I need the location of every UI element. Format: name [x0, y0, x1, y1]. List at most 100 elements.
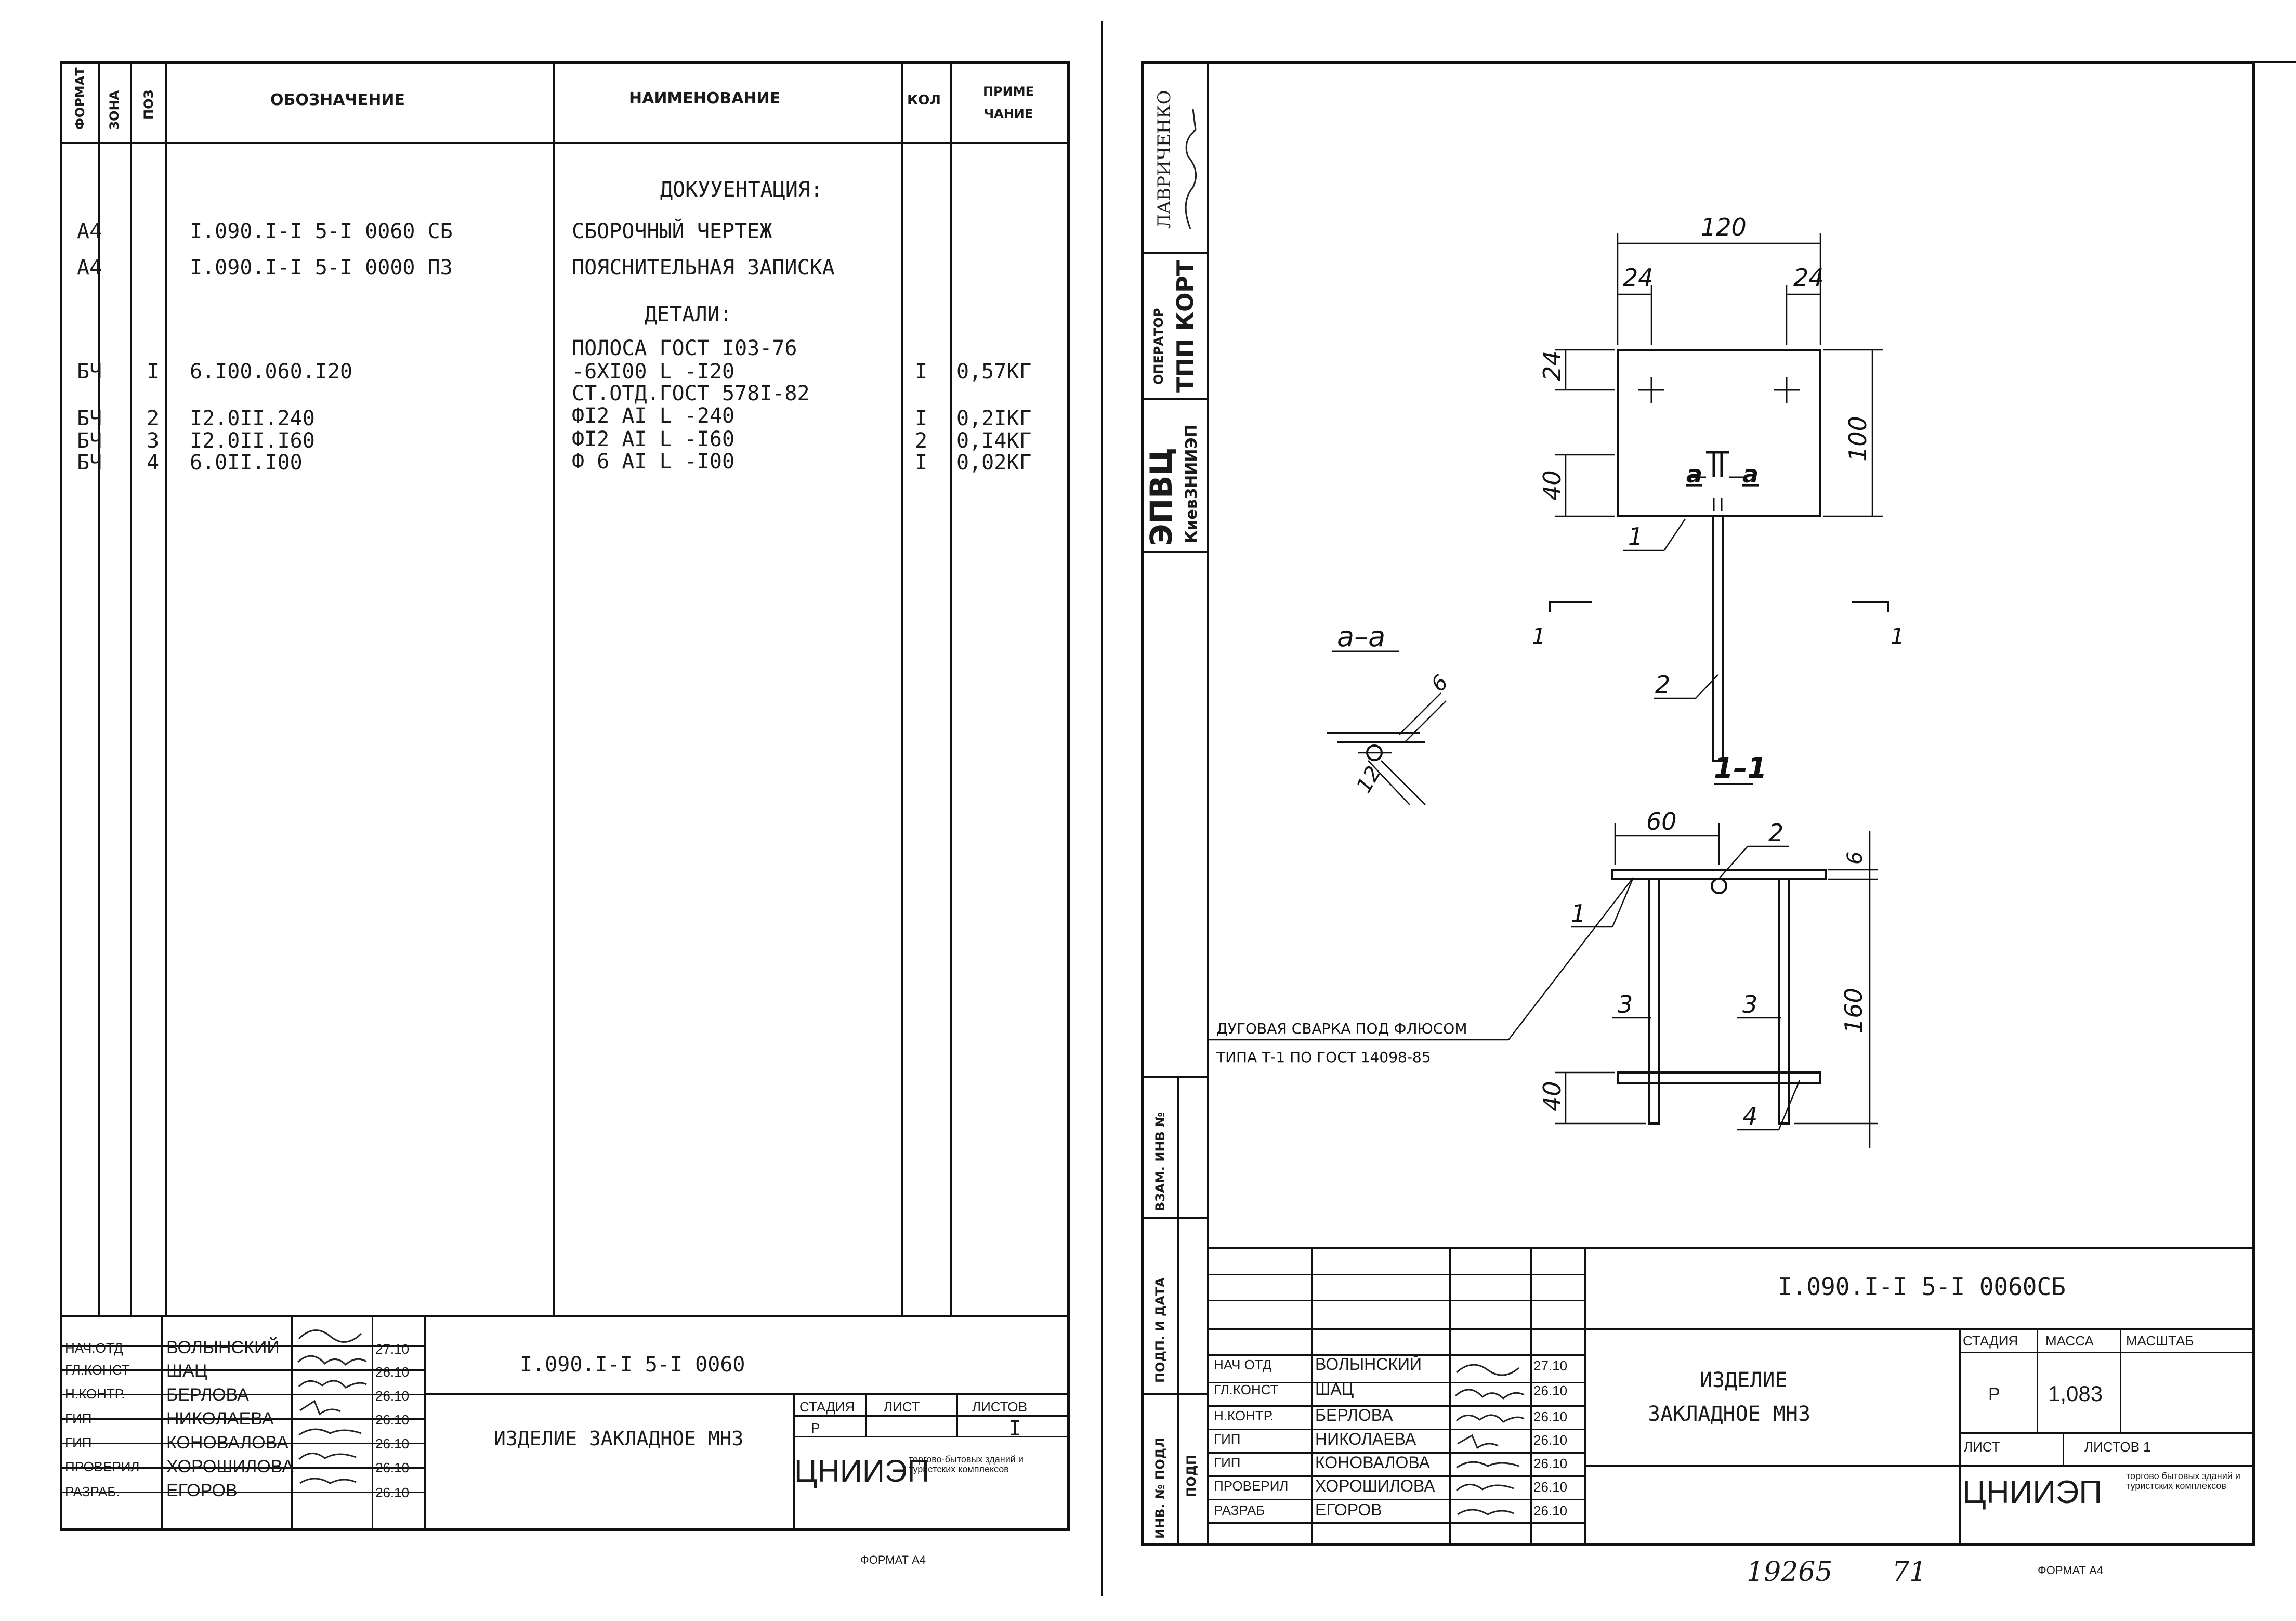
organization: ЦНИИЭП: [794, 1454, 930, 1488]
role-label: РАЗРАБ: [1214, 1502, 1265, 1518]
row-note: 0,57КГ: [956, 360, 1032, 384]
person-name: ЕГОРОВ: [166, 1481, 238, 1500]
sheets-label: ЛИСТОВ: [972, 1399, 1027, 1415]
person-name: ЛАВРИЧЕНКО: [1154, 90, 1175, 229]
document-code: I.090.I-I 5-I 0060СБ: [1778, 1273, 2066, 1301]
position-label: 1: [1628, 522, 1643, 551]
row-pos: 2: [147, 407, 160, 430]
row-name: Ф 6 AI L -I00: [572, 450, 735, 474]
row-designation: I2.0II.240: [190, 407, 315, 430]
role-label: Н.КОНТР.: [1214, 1408, 1274, 1423]
row-name-line3: СТ.ОТД.ГОСТ 578I-82: [572, 382, 810, 406]
row-qty: I: [915, 360, 928, 384]
person-name: ЕГОРОВ: [1315, 1500, 1382, 1519]
organization-description: торгово-бытовых зданий и туристских комп…: [909, 1454, 1024, 1474]
scale-label: МАСШТАБ: [2126, 1333, 2194, 1349]
sign-date: 26.10: [375, 1485, 410, 1500]
section-marker: а: [1742, 460, 1759, 488]
role-label: ГИП: [1214, 1431, 1241, 1447]
row-name-line2: -6XI00 L -I20: [572, 360, 735, 384]
dim-label: 24: [1623, 264, 1654, 292]
stage-value: Р: [811, 1420, 820, 1436]
row-format: А4: [77, 219, 102, 243]
dim-label: 24: [1538, 350, 1566, 381]
header-name: НАИМЕНОВАНИЕ: [629, 89, 781, 108]
header-qty: КОЛ: [907, 93, 941, 108]
dim-label: 12: [1352, 762, 1386, 797]
row-name: СБОРОЧНЫЙ ЧЕРТЕЖ: [572, 219, 772, 243]
sign-date-label: ПОДП. И ДАТА: [1153, 1277, 1167, 1383]
sheet-label: ЛИСТ: [884, 1399, 920, 1415]
role-label: НАЧ.ОТД: [65, 1340, 123, 1356]
position-label: 4: [1742, 1102, 1757, 1130]
row-qty: I: [915, 451, 928, 475]
person-name: КОНОВАЛОВА: [166, 1433, 288, 1453]
institute-label: КиевЗНИИЭП: [1183, 424, 1201, 543]
organization-description: торгово бытовых зданий и туристских комп…: [2126, 1471, 2240, 1491]
section-parts: ДЕТАЛИ:: [645, 303, 732, 326]
person-name: КОНОВАЛОВА: [1315, 1453, 1431, 1472]
sign-date: 26.10: [1533, 1479, 1568, 1495]
dim-label: 6: [1843, 852, 1867, 865]
row-name: ПОЯСНИТЕЛЬНАЯ ЗАПИСКА: [572, 256, 835, 280]
role-label: РАЗРАБ.: [65, 1484, 120, 1499]
row-designation: I.090.I-I 5-I 0060 СБ: [190, 219, 453, 243]
sign-date: 27.10: [1533, 1358, 1568, 1374]
stage-label: СТАДИЯ: [799, 1399, 855, 1415]
row-note: 0,02КГ: [956, 451, 1032, 475]
technical-drawing: 120 24 24 24 40 100 а а 1 2 1 1 а–а 6 12…: [1207, 213, 1905, 1148]
title-line-2: ЗАКЛАДНОЕ МН3: [1648, 1402, 1811, 1426]
row-designation: 6.0II.I00: [190, 451, 303, 475]
row-format: БЧ: [77, 360, 102, 384]
left-sheet-frame: [60, 61, 1070, 1531]
row-qty: I: [915, 407, 928, 430]
header-designation: ОБОЗНАЧЕНИЕ: [270, 91, 405, 109]
cut-label: 1: [1532, 623, 1546, 649]
signature: [1185, 109, 1197, 229]
sign-date: 26.10: [1533, 1432, 1568, 1448]
cut-label: 1: [1891, 623, 1905, 649]
sign-date: 26.10: [375, 1436, 410, 1452]
dim-label: 120: [1701, 213, 1747, 241]
stage-label: СТАДИЯ: [1963, 1333, 2018, 1349]
sheets-label: ЛИСТОВ 1: [2084, 1439, 2151, 1455]
role-label: Н.КОНТР.: [65, 1386, 125, 1402]
section-11-title: 1–1: [1714, 752, 1767, 785]
row-note: 0,I4КГ: [956, 429, 1032, 453]
document-title: ИЗДЕЛИЕ ЗАКЛАДНОЕ МН3: [494, 1427, 744, 1450]
sheet-label: ЛИСТ: [1964, 1439, 2000, 1455]
plate-plan: [1617, 349, 1821, 517]
role-label: ПРОВЕРИЛ: [1214, 1478, 1289, 1494]
organization: ЦНИИЭП: [1962, 1474, 2102, 1510]
row-name: ФI2 AI L -I60: [572, 427, 735, 451]
dim-label: 40: [1538, 470, 1566, 501]
person-name: НИКОЛАЕВА: [166, 1409, 274, 1429]
person-name: ШАЦ: [166, 1361, 207, 1381]
role-label: ГИП: [65, 1410, 92, 1426]
signatures: [1454, 1364, 1525, 1515]
header-zone: ЗОНА: [107, 90, 122, 130]
header-format: ФОРМАТ: [73, 67, 87, 130]
role-label: НАЧ ОТД: [1214, 1357, 1272, 1372]
row-pos: I: [147, 360, 160, 384]
dim-label: 40: [1538, 1081, 1566, 1112]
role-label: ГИП: [1214, 1455, 1241, 1470]
sign-date: 26.10: [375, 1388, 410, 1404]
role-label: ПРОВЕРИЛ: [65, 1459, 140, 1474]
person-name: БЕРЛОВА: [1315, 1406, 1393, 1424]
header-pos: ПОЗ: [141, 89, 156, 120]
row-pos: 3: [147, 429, 160, 453]
person-name: ХОРОШИЛОВА: [166, 1457, 294, 1476]
format-label: ФОРМАТ А4: [2038, 1564, 2104, 1577]
person-name: ВОЛЫНСКИЙ: [166, 1338, 280, 1357]
right-sheet-frame: [1141, 61, 2255, 1546]
operator-label: ОПЕРАТОР: [1151, 308, 1166, 385]
dim-label: 160: [1840, 988, 1868, 1034]
sign-date: 26.10: [375, 1412, 410, 1428]
title-line-1: ИЗДЕЛИЕ: [1700, 1368, 1788, 1392]
row-pos: 4: [147, 451, 160, 475]
signatures: [297, 1329, 367, 1484]
archive-number-2: 71: [1892, 1557, 1927, 1588]
document-code: I.090.I-I 5-I 0060: [520, 1353, 745, 1377]
role-label: ГЛ.КОНСТ: [65, 1362, 130, 1378]
